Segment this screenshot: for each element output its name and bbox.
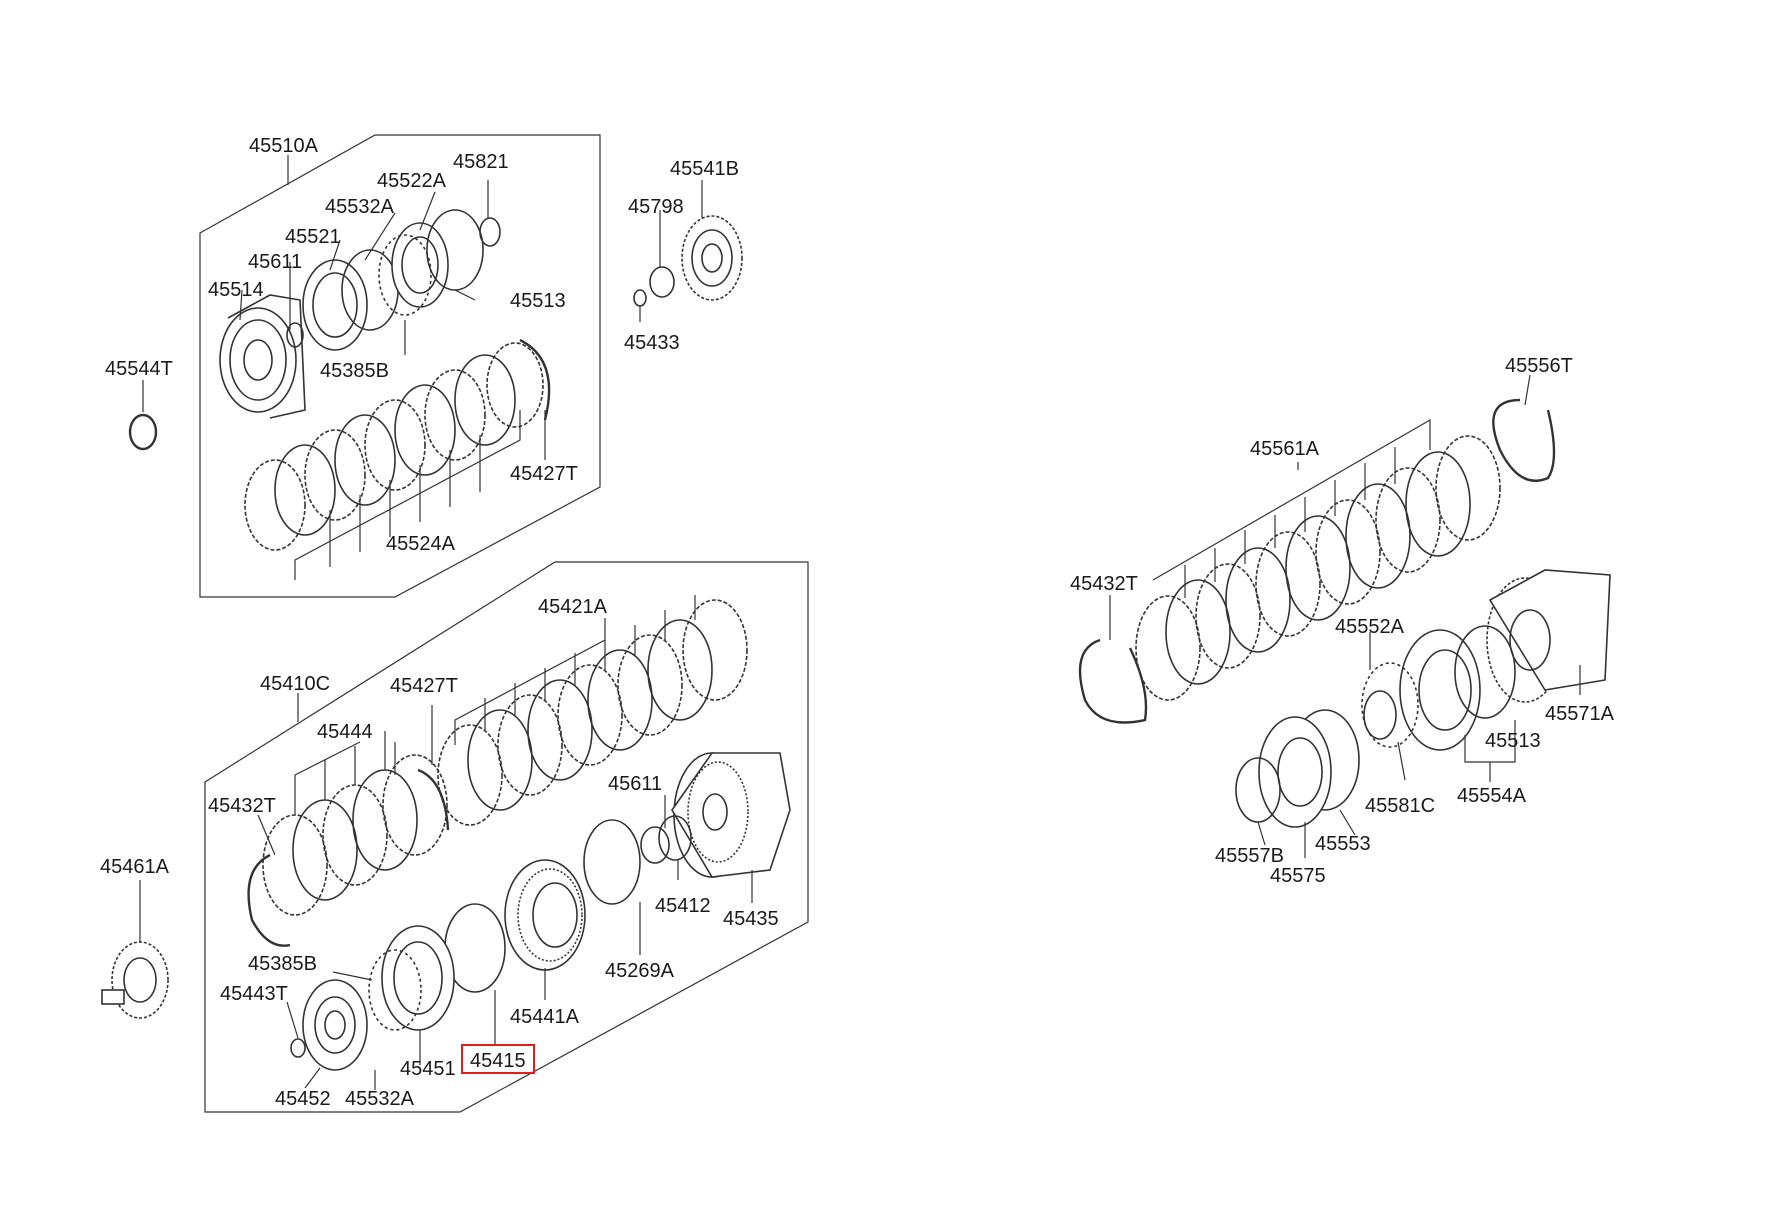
label-45557B[interactable]: 45557B: [1215, 845, 1284, 867]
leaders-group-6: [1109, 374, 1581, 858]
label-45427T-upper[interactable]: 45427T: [510, 463, 578, 485]
spring-45522A[interactable]: [378, 222, 449, 316]
label-45532A-upper[interactable]: 45532A: [325, 196, 395, 218]
label-45443T[interactable]: 45443T: [220, 983, 288, 1005]
label-45521[interactable]: 45521: [285, 226, 341, 248]
ring-45412[interactable]: [658, 815, 692, 861]
ring-45611-upper[interactable]: [286, 322, 304, 348]
label-45798[interactable]: 45798: [628, 196, 684, 218]
ring-45443T[interactable]: [290, 1038, 306, 1058]
leaders-group-4: [257, 595, 753, 1090]
label-45415[interactable]: 45415: [470, 1050, 526, 1072]
disc-stack-45561A[interactable]: [1135, 435, 1501, 701]
label-45385B-lower[interactable]: 45385B: [248, 953, 317, 975]
assembly-box-45410C: [204, 561, 809, 1113]
label-45412[interactable]: 45412: [655, 895, 711, 917]
snap-ring-45556T[interactable]: [1492, 398, 1556, 482]
label-45561A[interactable]: 45561A: [1250, 438, 1320, 460]
label-45541B[interactable]: 45541B: [670, 158, 739, 180]
label-45452[interactable]: 45452: [275, 1088, 331, 1110]
label-45556T[interactable]: 45556T: [1505, 355, 1573, 377]
ring-45513-right[interactable]: [1454, 625, 1516, 719]
spring-45385B-lower[interactable]: [368, 949, 422, 1031]
hub-45532A-lower[interactable]: [302, 979, 368, 1071]
gear-45541B[interactable]: [681, 215, 743, 301]
label-45432T-lower[interactable]: 45432T: [208, 795, 276, 817]
label-45532A-lower[interactable]: 45532A: [345, 1088, 415, 1110]
spring-45552A[interactable]: [1361, 662, 1419, 748]
drum-45435[interactable]: [671, 752, 791, 878]
label-45544T[interactable]: 45544T: [105, 358, 173, 380]
leaders-group-1: [239, 155, 546, 580]
label-45611-lower[interactable]: 45611: [608, 773, 662, 795]
label-45575[interactable]: 45575: [1270, 865, 1326, 887]
label-45427T-lower[interactable]: 45427T: [390, 675, 458, 697]
label-45385B-upper[interactable]: 45385B: [320, 360, 389, 382]
disc-stack-45421A[interactable]: [262, 599, 748, 916]
ring-45269A[interactable]: [583, 819, 641, 905]
ring-45611-lower[interactable]: [640, 826, 670, 864]
label-45581C[interactable]: 45581C: [1365, 795, 1435, 817]
ring-45821[interactable]: [479, 217, 501, 247]
gear-45514[interactable]: [219, 294, 306, 419]
piston-45521[interactable]: [302, 259, 368, 351]
label-45522A[interactable]: 45522A: [377, 170, 447, 192]
label-45554A[interactable]: 45554A: [1457, 785, 1527, 807]
label-45513-right[interactable]: 45513: [1485, 730, 1541, 752]
assembly-box-45510A: [199, 134, 601, 598]
disc-stack-45524A[interactable]: [244, 342, 544, 551]
snap-ring-45427T-lower[interactable]: [417, 768, 450, 831]
label-45611-upper[interactable]: 45611: [248, 251, 302, 273]
snap-ring-45432T-lower[interactable]: [247, 853, 291, 947]
ring-45433[interactable]: [633, 289, 647, 307]
label-45461A[interactable]: 45461A: [100, 856, 170, 878]
label-45444[interactable]: 45444: [317, 721, 373, 743]
label-45433[interactable]: 45433: [624, 332, 680, 354]
label-45421A[interactable]: 45421A: [538, 596, 608, 618]
washer-45544T[interactable]: [128, 413, 158, 451]
piston-45554A[interactable]: [1399, 629, 1481, 751]
label-45435[interactable]: 45435: [723, 908, 779, 930]
snap-ring-45427T-upper[interactable]: [519, 338, 551, 421]
piston-45451[interactable]: [381, 925, 455, 1031]
label-45269A[interactable]: 45269A: [605, 960, 675, 982]
hub-45441A[interactable]: [504, 859, 586, 971]
label-45821[interactable]: 45821: [453, 151, 509, 173]
label-45514[interactable]: 45514: [208, 279, 264, 301]
label-45553[interactable]: 45553: [1315, 833, 1371, 855]
plate-45575[interactable]: [1258, 716, 1332, 828]
label-45451[interactable]: 45451: [400, 1058, 456, 1080]
label-45524A[interactable]: 45524A: [386, 533, 456, 555]
label-45510A[interactable]: 45510A: [249, 135, 319, 157]
label-45513-upper[interactable]: 45513: [510, 290, 566, 312]
label-45410C[interactable]: 45410C: [260, 673, 330, 695]
label-45571A[interactable]: 45571A: [1545, 703, 1615, 725]
highlight-box-45415: [461, 1044, 535, 1074]
gear-45461A[interactable]: [101, 941, 169, 1019]
leaders-group-2: [639, 180, 703, 322]
snap-ring-45432T-right[interactable]: [1078, 638, 1148, 724]
washer-45798[interactable]: [649, 266, 675, 298]
label-45432T-right[interactable]: 45432T: [1070, 573, 1138, 595]
label-45552A[interactable]: 45552A: [1335, 616, 1405, 638]
drum-45571A[interactable]: [1486, 569, 1611, 703]
label-45441A[interactable]: 45441A: [510, 1006, 580, 1028]
